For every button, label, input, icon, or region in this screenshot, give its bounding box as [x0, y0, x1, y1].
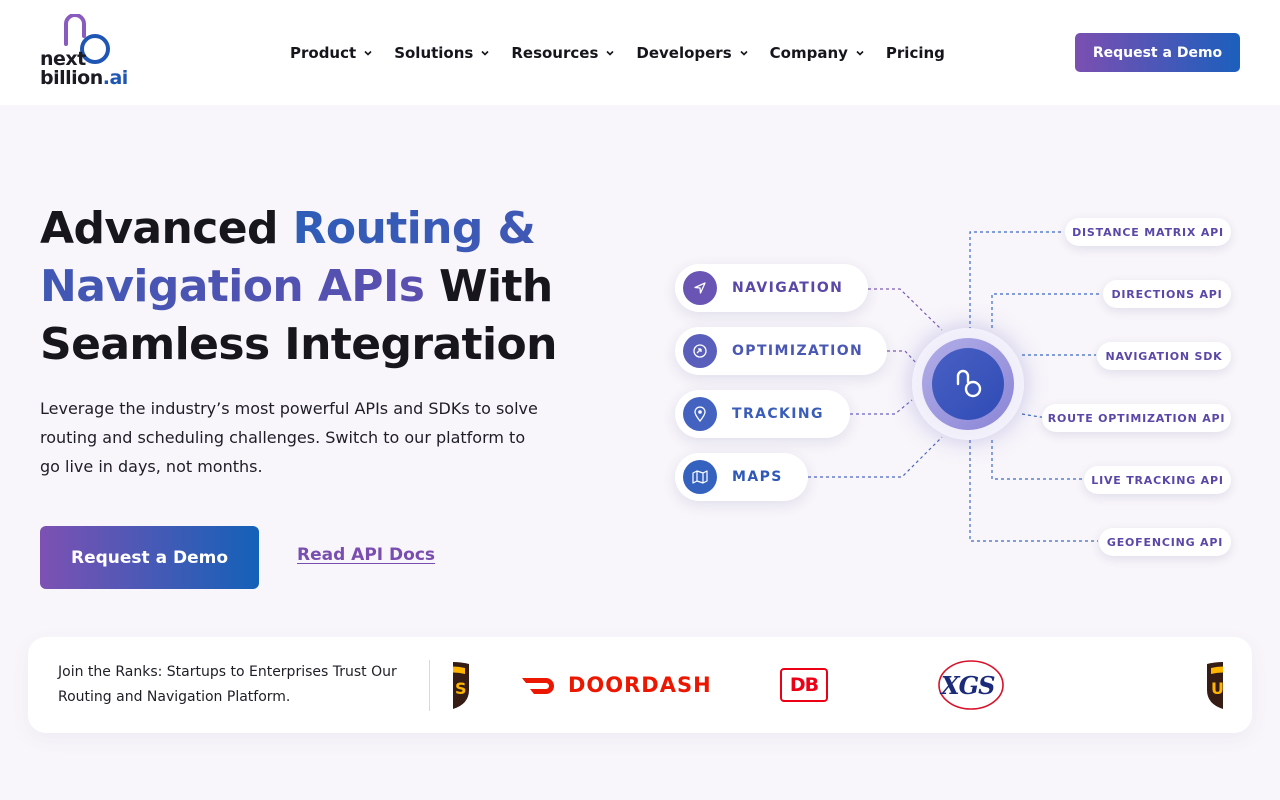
- svg-text:S: S: [455, 679, 467, 698]
- nav-label-product: Product: [290, 44, 357, 62]
- logo-line-billion: billion: [40, 67, 103, 89]
- db-logo: DB: [780, 657, 828, 713]
- nav-label-company: Company: [769, 44, 848, 62]
- doordash-wordmark: DOORDASH: [568, 673, 712, 697]
- nav-label-solutions: Solutions: [394, 44, 474, 62]
- api-route-optimization[interactable]: ROUTE OPTIMIZATION API: [1042, 404, 1231, 432]
- hero-request-demo-button[interactable]: Request a Demo: [40, 526, 259, 589]
- hub-logo-icon: [932, 348, 1004, 420]
- category-optimization[interactable]: OPTIMIZATION: [675, 327, 887, 375]
- xgs-wordmark: XGS: [941, 671, 995, 700]
- svg-text:U: U: [1211, 679, 1223, 698]
- hero-subtitle: Leverage the industry’s most powerful AP…: [40, 399, 538, 476]
- api-distance-matrix[interactable]: DISTANCE MATRIX API: [1065, 218, 1231, 246]
- map-icon: [683, 460, 717, 494]
- hero-title-part2: With Seamless Integration: [40, 261, 557, 370]
- category-label: TRACKING: [732, 406, 824, 422]
- chevron-down-icon: [740, 50, 748, 56]
- trust-bar: Join the Ranks: Startups to Enterprises …: [28, 637, 1252, 733]
- diagram-connectors: [808, 231, 1102, 542]
- chevron-down-icon: [364, 50, 372, 56]
- ups-logo: S: [453, 657, 471, 713]
- api-geofencing[interactable]: GEOFENCING API: [1099, 528, 1231, 556]
- read-api-docs-link[interactable]: Read API Docs: [297, 545, 436, 565]
- route-optimization-icon: [683, 334, 717, 368]
- nextbillion-hub: [912, 328, 1024, 440]
- category-navigation[interactable]: NAVIGATION: [675, 264, 868, 312]
- category-label: MAPS: [732, 469, 783, 485]
- nav-label-pricing: Pricing: [885, 44, 945, 62]
- location-pin-icon: [683, 397, 717, 431]
- db-wordmark: DB: [780, 668, 828, 702]
- nav-item-solutions[interactable]: Solutions: [394, 41, 489, 65]
- chevron-down-icon: [856, 50, 864, 56]
- xgs-logo: XGS: [935, 657, 1007, 713]
- header-request-demo-button[interactable]: Request a Demo: [1075, 33, 1240, 72]
- api-live-tracking[interactable]: LIVE TRACKING API: [1084, 466, 1231, 494]
- api-diagram: NAVIGATION OPTIMIZATION TRACKING MAPS DI…: [650, 200, 1250, 580]
- trust-divider: [429, 660, 430, 711]
- category-label: OPTIMIZATION: [732, 343, 864, 359]
- nav-label-developers: Developers: [636, 44, 732, 62]
- api-directions[interactable]: DIRECTIONS API: [1103, 280, 1231, 308]
- chevron-down-icon: [481, 50, 489, 56]
- site-header: next billion.ai Product Solutions Resour…: [0, 0, 1280, 105]
- hero-title-part1: Advanced: [40, 203, 293, 254]
- trust-text: Join the Ranks: Startups to Enterprises …: [58, 664, 397, 705]
- customer-logos-carousel: S DOORDASH DB XGS U: [453, 657, 1223, 713]
- ups-logo: U: [1205, 657, 1223, 713]
- doordash-mark-icon: [522, 678, 554, 694]
- category-tracking[interactable]: TRACKING: [675, 390, 850, 438]
- hero-title-highlight: Routing & Navigation APIs: [40, 203, 536, 312]
- logo-wordmark: next billion.ai: [40, 50, 128, 88]
- nav-label-resources: Resources: [511, 44, 599, 62]
- logo-suffix-ai: .ai: [102, 67, 129, 89]
- nextbillion-logo[interactable]: next billion.ai: [40, 14, 128, 92]
- logo-mark-icon: [64, 14, 110, 64]
- nav-item-pricing[interactable]: Pricing: [886, 41, 945, 65]
- nav-item-company[interactable]: Company: [770, 41, 864, 65]
- nav-item-resources[interactable]: Resources: [511, 41, 614, 65]
- api-navigation-sdk[interactable]: NAVIGATION SDK: [1097, 342, 1231, 370]
- hub-ring: [922, 338, 1014, 430]
- main-nav: Product Solutions Resources Developers C…: [290, 41, 945, 65]
- nav-item-developers[interactable]: Developers: [636, 41, 748, 65]
- logo-line-next: next: [40, 48, 86, 70]
- hero-title: Advanced Routing & Navigation APIs With …: [40, 200, 620, 374]
- doordash-logo: DOORDASH: [520, 657, 712, 713]
- category-label: NAVIGATION: [732, 280, 844, 296]
- chevron-down-icon: [606, 50, 614, 56]
- category-maps[interactable]: MAPS: [675, 453, 808, 501]
- nav-item-product[interactable]: Product: [290, 41, 372, 65]
- navigation-arrow-icon: [683, 271, 717, 305]
